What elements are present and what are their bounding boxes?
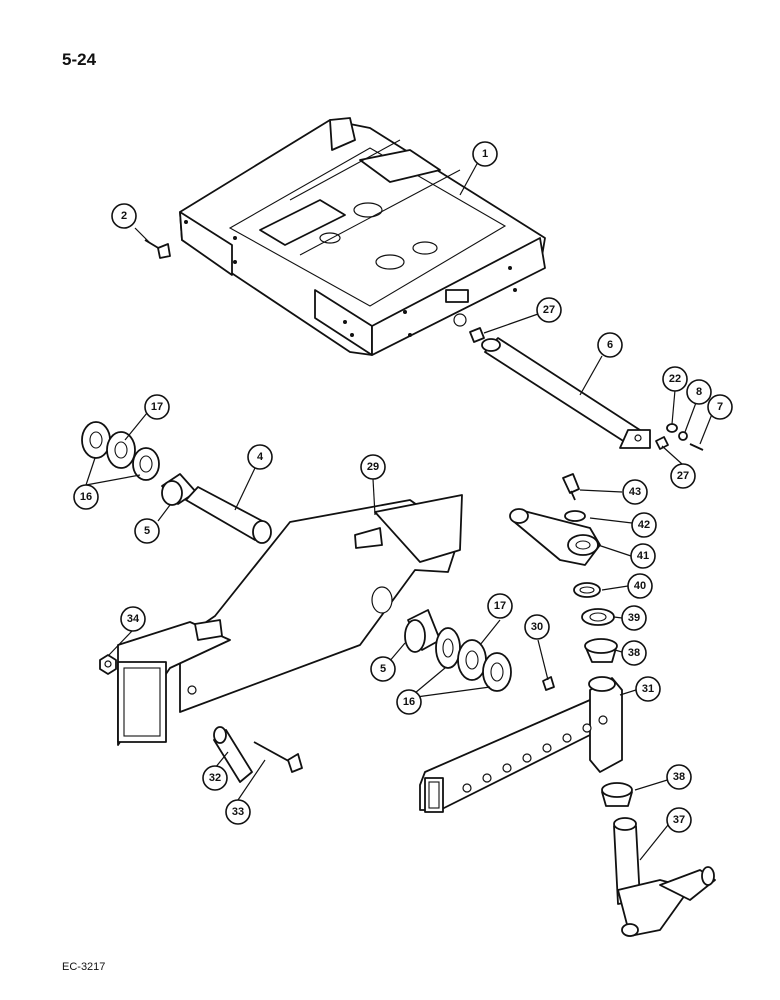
- callout-42: 42: [631, 512, 657, 538]
- grease-fitting-upper: [469, 327, 485, 343]
- svg-text:30: 30: [531, 621, 543, 633]
- svg-text:8: 8: [696, 386, 702, 398]
- svg-text:16: 16: [403, 696, 415, 708]
- svg-text:7: 7: [717, 401, 723, 413]
- callout-4: 4: [247, 444, 273, 470]
- callout-8: 8: [686, 379, 712, 405]
- svg-text:32: 32: [209, 772, 221, 784]
- svg-text:42: 42: [638, 519, 650, 531]
- svg-text:34: 34: [127, 613, 140, 625]
- callout-2: 2: [111, 203, 137, 229]
- callout-5-left: 5: [134, 518, 160, 544]
- left-washers-and-bushings: [81, 421, 272, 544]
- drawing-code: EC-3217: [62, 961, 106, 973]
- extension-tube: [419, 676, 623, 813]
- callout-16-left: 16: [73, 484, 99, 510]
- svg-text:37: 37: [673, 814, 685, 826]
- axle-center-beam: [117, 494, 463, 746]
- svg-text:31: 31: [642, 683, 654, 695]
- callout-5-right: 5: [370, 656, 396, 682]
- callouts: 1 2 27 6 22 8 7 27 17 16 4 5 29 43 42 41…: [73, 141, 733, 833]
- sleeve-and-bolt: [213, 726, 303, 783]
- callout-27-upper: 27: [536, 297, 562, 323]
- callout-7: 7: [707, 394, 733, 420]
- svg-text:16: 16: [80, 491, 92, 503]
- svg-text:41: 41: [637, 550, 649, 562]
- callout-34: 34: [120, 606, 146, 632]
- callout-6: 6: [597, 332, 623, 358]
- svg-text:1: 1: [482, 148, 488, 160]
- nut-34: [99, 654, 117, 675]
- svg-text:17: 17: [151, 401, 163, 413]
- right-bushings-and-washers: [404, 609, 512, 692]
- svg-text:38: 38: [673, 771, 685, 783]
- callout-29: 29: [360, 454, 386, 480]
- pivot-pin: [481, 337, 651, 449]
- svg-text:33: 33: [232, 806, 244, 818]
- leader-lines: [85, 161, 713, 861]
- callout-38-lower: 38: [666, 764, 692, 790]
- callout-31: 31: [635, 676, 661, 702]
- svg-text:5: 5: [144, 525, 150, 537]
- callout-16-right: 16: [396, 689, 422, 715]
- spindle-ring-washer-bushing: [573, 582, 618, 663]
- callout-39: 39: [621, 605, 647, 631]
- svg-text:6: 6: [607, 339, 613, 351]
- callout-43: 43: [622, 479, 648, 505]
- callout-17-left: 17: [144, 394, 170, 420]
- callout-41: 41: [630, 543, 656, 569]
- svg-text:38: 38: [628, 647, 640, 659]
- spindle-assembly: [601, 782, 716, 937]
- svg-text:2: 2: [121, 210, 127, 222]
- callout-30: 30: [524, 614, 550, 640]
- page-number: 5-24: [62, 50, 97, 69]
- set-screw-30: [542, 676, 555, 691]
- svg-text:40: 40: [634, 580, 646, 592]
- svg-text:17: 17: [494, 600, 506, 612]
- small-fasteners: [655, 423, 704, 451]
- svg-text:27: 27: [677, 470, 689, 482]
- callout-37: 37: [666, 807, 692, 833]
- svg-text:22: 22: [669, 373, 681, 385]
- bolt-2: [144, 239, 171, 259]
- callout-22: 22: [662, 366, 688, 392]
- callout-38-upper: 38: [621, 640, 647, 666]
- svg-text:39: 39: [628, 612, 640, 624]
- svg-text:5: 5: [380, 663, 386, 675]
- callout-1: 1: [472, 141, 498, 167]
- svg-text:27: 27: [543, 304, 555, 316]
- callout-32: 32: [202, 765, 228, 791]
- callout-17-right: 17: [487, 593, 513, 619]
- callout-40: 40: [627, 573, 653, 599]
- svg-text:29: 29: [367, 461, 379, 473]
- steering-arm: [509, 473, 601, 566]
- axle-support-frame: [179, 117, 546, 356]
- svg-text:4: 4: [257, 451, 264, 463]
- callout-27-lower: 27: [670, 463, 696, 489]
- svg-text:43: 43: [629, 486, 641, 498]
- callout-33: 33: [225, 799, 251, 825]
